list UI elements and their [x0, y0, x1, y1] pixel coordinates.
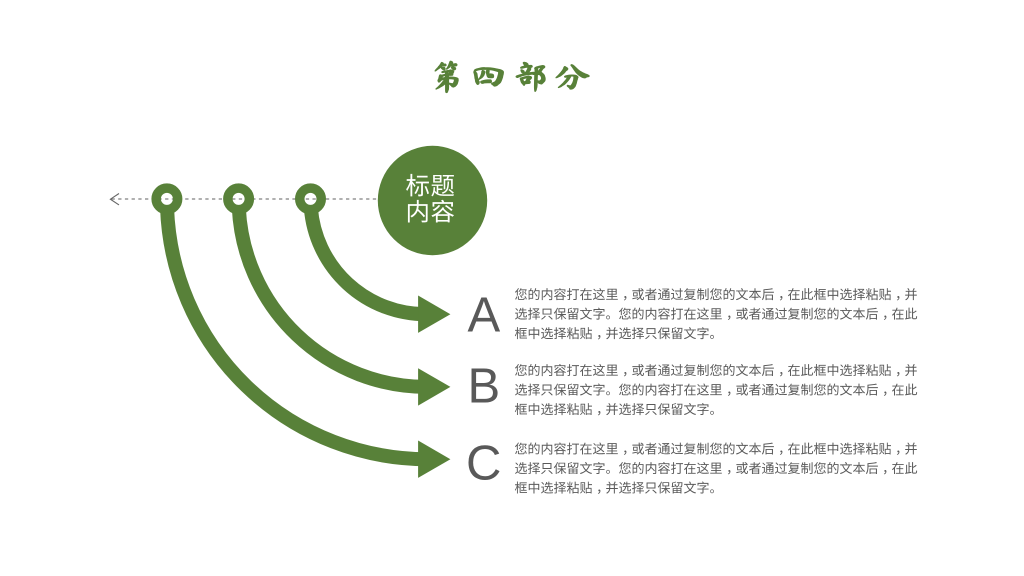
svg-text:A: A — [468, 289, 501, 343]
svg-text:C: C — [466, 437, 501, 491]
svg-text:B: B — [468, 359, 501, 413]
